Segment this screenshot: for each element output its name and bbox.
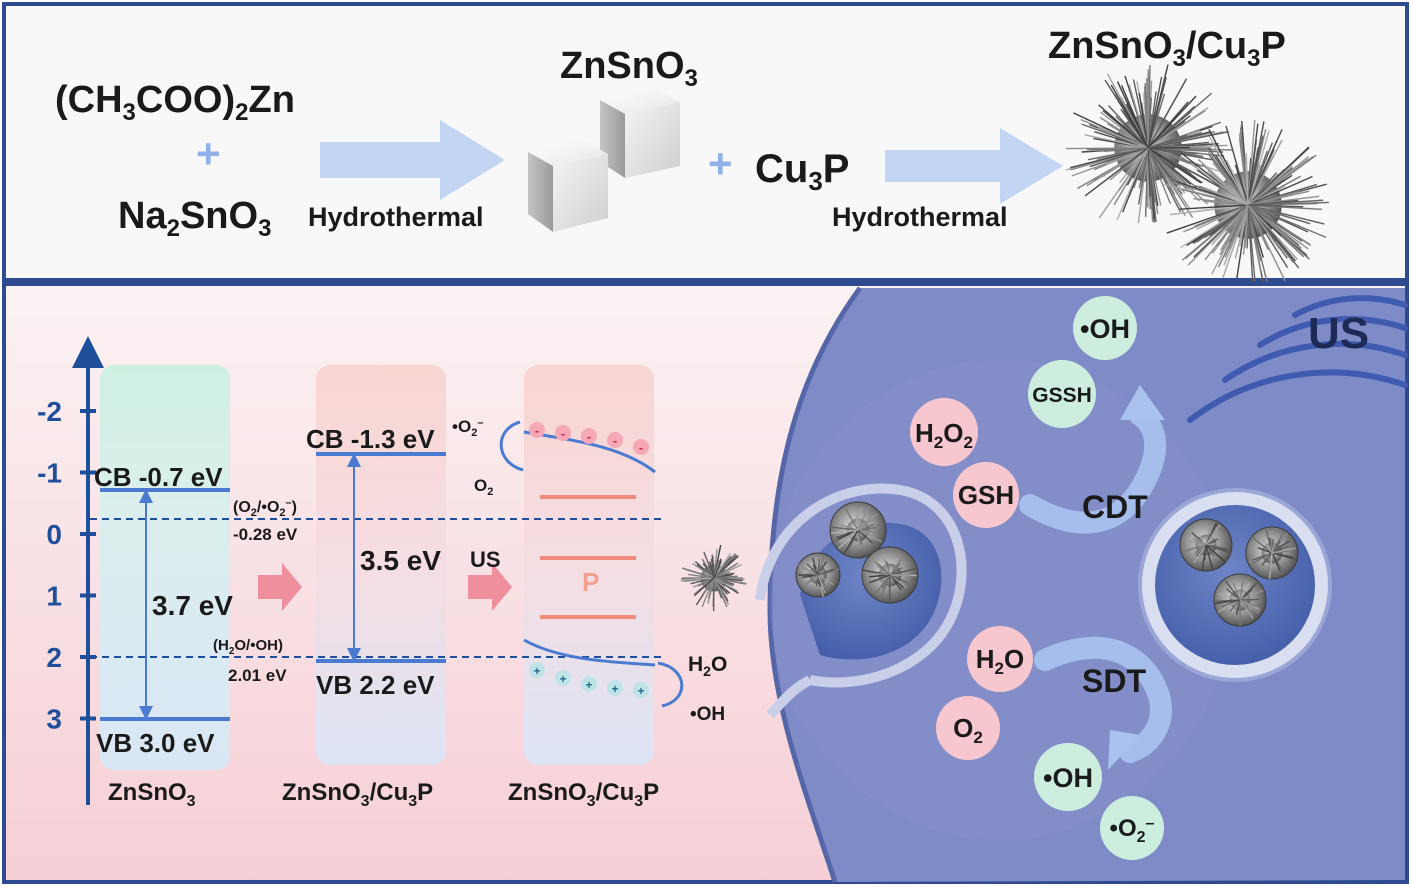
bubble-h2o: H2O bbox=[967, 626, 1033, 692]
znsno3-band-caption: ZnSnO3 bbox=[108, 779, 196, 810]
svg-text:+: + bbox=[611, 682, 618, 696]
reactant-zinc-acetate: (CH3COO)2Zn bbox=[55, 79, 295, 126]
hydroxyl-label: •OH bbox=[690, 704, 725, 725]
us-label: US bbox=[1308, 309, 1369, 358]
axis-tick-label: -2 bbox=[37, 396, 62, 427]
svg-text:-: - bbox=[639, 440, 643, 455]
svg-text:GSH: GSH bbox=[958, 480, 1014, 510]
product1-label: ZnSnO3 bbox=[560, 45, 698, 92]
bubble-gsh: GSH bbox=[953, 462, 1019, 528]
svg-text:-: - bbox=[561, 426, 565, 441]
het-cb-label: CB -1.3 eV bbox=[306, 424, 435, 454]
bubble-h2o2: H2O2 bbox=[910, 398, 978, 466]
sdt-label: SDT bbox=[1082, 663, 1146, 699]
svg-text:-: - bbox=[535, 423, 539, 438]
bubble-superoxide: •O2– bbox=[1100, 796, 1164, 860]
reactant-sodium-stannate: Na2SnO3 bbox=[118, 195, 271, 242]
svg-text:+: + bbox=[637, 684, 644, 698]
polarized-band-region bbox=[524, 365, 654, 765]
cdt-label: CDT bbox=[1082, 489, 1148, 525]
plus-sign-2: + bbox=[708, 140, 733, 187]
het-gap-label: 3.5 eV bbox=[360, 545, 441, 576]
bubble-oh-bottom: •OH bbox=[1034, 743, 1102, 811]
bubble-gssh: GSSH bbox=[1028, 360, 1096, 428]
o2-potential-value: -0.28 eV bbox=[233, 525, 298, 544]
oh-potential-value: 2.01 eV bbox=[228, 666, 287, 685]
svg-text:+: + bbox=[559, 672, 566, 686]
svg-text:•OH: •OH bbox=[1080, 314, 1130, 344]
bubble-o2: O2 bbox=[936, 696, 1000, 760]
svg-text:•OH: •OH bbox=[1043, 763, 1093, 793]
us-arrow-label: US bbox=[470, 547, 501, 572]
axis-tick-label: 0 bbox=[46, 519, 62, 550]
axis-tick-label: 2 bbox=[46, 642, 62, 673]
svg-text:+: + bbox=[533, 664, 540, 678]
axis-tick-label: -1 bbox=[37, 458, 62, 489]
svg-text:-: - bbox=[587, 429, 591, 444]
reagent-cu3p: Cu3P bbox=[755, 147, 849, 196]
svg-text:+: + bbox=[585, 678, 592, 692]
axis-tick-label: 1 bbox=[46, 581, 62, 612]
znsno3-gap-label: 3.7 eV bbox=[152, 590, 233, 621]
svg-text:-: - bbox=[613, 433, 617, 448]
axis-tick-label: 3 bbox=[46, 704, 62, 735]
svg-text:GSSH: GSSH bbox=[1032, 384, 1092, 407]
znsno3-vb-label: VB 3.0 eV bbox=[96, 728, 215, 758]
znsno3-cb-label: CB -0.7 eV bbox=[94, 462, 223, 492]
polarization-label: P bbox=[582, 567, 599, 597]
arrow1-label: Hydrothermal bbox=[308, 202, 484, 232]
znsno3-band-region bbox=[100, 365, 230, 770]
bubble-oh-top: •OH bbox=[1073, 296, 1137, 360]
plus-sign-1: + bbox=[196, 130, 221, 177]
arrow2-label: Hydrothermal bbox=[832, 202, 1008, 232]
het-vb-label: VB 2.2 eV bbox=[316, 670, 435, 700]
